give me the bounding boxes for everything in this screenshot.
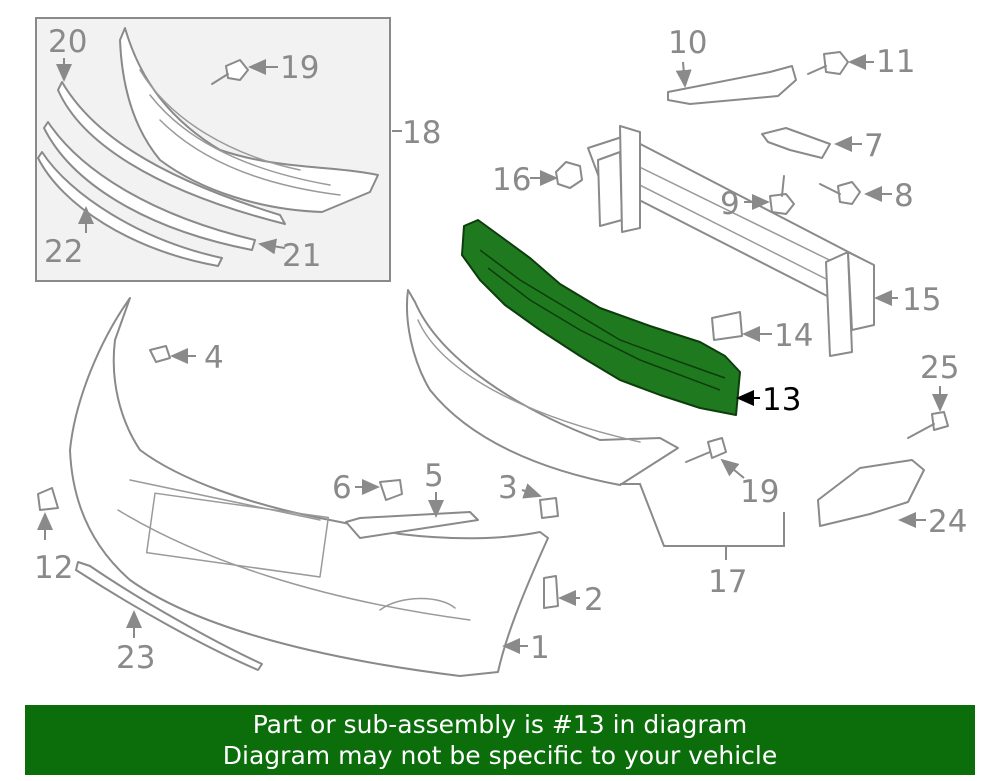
banner-line-2: Diagram may not be specific to your vehi… — [222, 741, 778, 770]
bolt-icon — [543, 575, 559, 609]
callout-18: 18 — [402, 115, 441, 151]
callout-15: 15 — [902, 282, 941, 318]
bracket-7 — [761, 127, 831, 159]
callout-17: 17 — [708, 564, 747, 600]
callout-4: 4 — [204, 340, 224, 376]
callout-5: 5 — [424, 458, 444, 494]
lower-strip — [75, 561, 263, 671]
callout-24: 24 — [928, 504, 967, 540]
callout-16: 16 — [492, 162, 531, 198]
grille-molding-21 — [43, 121, 256, 251]
bolt-icon — [819, 181, 861, 205]
info-banner: Part or sub-assembly is #13 in diagram D… — [25, 705, 975, 775]
callout-11: 11 — [876, 44, 915, 80]
callout-2: 2 — [584, 582, 604, 618]
callout-14: 14 — [774, 318, 813, 354]
molding-5 — [345, 511, 479, 539]
bolt-icon — [769, 175, 795, 215]
callout-1: 1 — [530, 630, 550, 666]
callout-25: 25 — [920, 350, 959, 386]
callout-7: 7 — [864, 128, 884, 164]
bracket-10 — [667, 65, 797, 105]
grille-part — [119, 27, 379, 213]
callout-13: 13 — [762, 382, 801, 418]
grille-molding-22 — [37, 151, 223, 267]
fog-bezel — [817, 459, 925, 527]
grille-molding-20 — [57, 81, 286, 225]
callout-23: 23 — [116, 640, 155, 676]
parts-diagram: 20 19 18 22 21 10 11 7 8 9 16 15 14 13 4… — [34, 17, 967, 677]
callout-22: 22 — [44, 234, 83, 270]
bolt-icon — [707, 437, 727, 459]
nut-icon — [555, 161, 583, 189]
bumper-cover — [69, 297, 549, 677]
callout-12: 12 — [34, 550, 73, 586]
clip-icon — [539, 497, 559, 519]
reinforcement-beam — [587, 125, 875, 357]
callout-21: 21 — [282, 238, 321, 274]
callout-6: 6 — [332, 470, 352, 506]
clip-14 — [711, 311, 743, 341]
callout-20: 20 — [48, 24, 87, 60]
clip-icon — [149, 345, 171, 363]
clip-icon — [379, 479, 403, 501]
lower-grille — [405, 289, 679, 486]
banner-line-1: Part or sub-assembly is #13 in diagram — [252, 710, 748, 739]
clip-icon — [37, 487, 59, 511]
callout-8: 8 — [894, 178, 914, 214]
callout-10: 10 — [668, 25, 707, 61]
bolt-icon — [807, 51, 849, 75]
callout-19: 19 — [280, 50, 319, 86]
callout-19: 19 — [740, 474, 779, 510]
callout-3: 3 — [498, 470, 518, 506]
callout-9: 9 — [720, 186, 740, 222]
grille-inset-box — [35, 17, 391, 282]
bolt-icon — [211, 59, 249, 85]
energy-absorber-highlighted — [461, 219, 741, 416]
bolt-icon — [931, 411, 949, 431]
